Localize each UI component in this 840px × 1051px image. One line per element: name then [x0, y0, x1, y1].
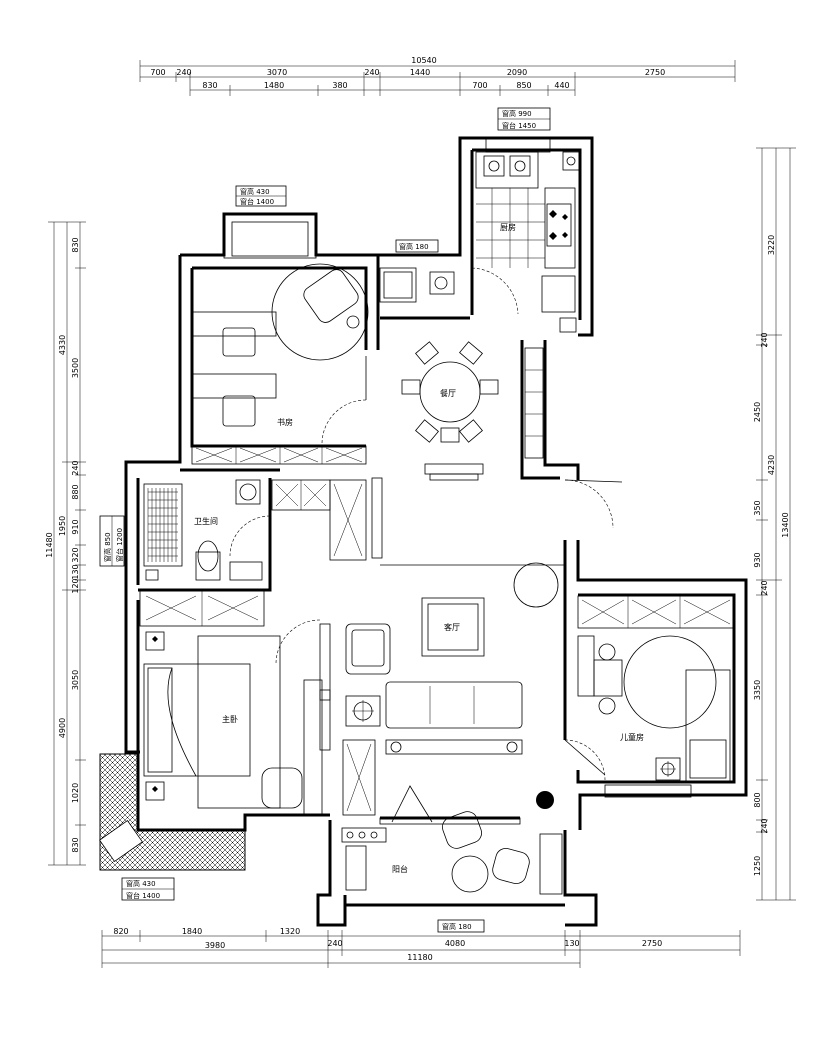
master-bedroom-label: 主卧 [222, 714, 238, 724]
laundry-area [379, 267, 519, 315]
tag-balcony-door: 窗高 180 [437, 919, 485, 933]
dim-right-in-2: 2450 [753, 402, 762, 422]
dim-top-3: 3070 [267, 68, 287, 77]
top-dimension-chains: 10540 700 240 3070 240 1440 2090 2750 83… [139, 56, 736, 96]
walls [124, 136, 748, 927]
bottom-dimension-chains: 820 1840 1320 240 4080 130 2750 3980 111… [101, 927, 741, 968]
dim-top-r2-3: 380 [332, 81, 347, 90]
tag-kitchen-window: 窗高 990 窗台 1450 [497, 107, 551, 131]
dim-left-in-9: 120 [71, 578, 80, 593]
dim-top-1: 700 [150, 68, 165, 77]
kids-room-label: 儿童房 [620, 732, 644, 742]
dim-top-r2-5: 850 [516, 81, 531, 90]
master-wardrobe [139, 589, 265, 627]
dim-left-total: 11480 [45, 532, 54, 557]
dining-chairs [401, 341, 499, 443]
dim-left-in-11: 1020 [71, 783, 80, 803]
dim-right-mid-1: 3220 [767, 235, 776, 255]
dining-cabinet [524, 347, 544, 459]
dim-left-in-2: 3500 [71, 358, 80, 378]
dim-top-total: 10540 [411, 56, 436, 65]
dim-bot-total: 11180 [407, 953, 432, 962]
dim-bot-2: 1840 [182, 927, 202, 936]
dim-top-6: 2090 [507, 68, 527, 77]
dim-bot-7: 2750 [642, 939, 662, 948]
left-dimension-chains: 11480 4330 1950 4900 830 3500 240 880 91… [45, 221, 86, 866]
dim-right-in-8: 240 [760, 818, 769, 833]
dim-top-7: 2750 [645, 68, 665, 77]
svg-text:窗台 1400: 窗台 1400 [126, 891, 160, 900]
master-bedroom: 主卧 [139, 589, 331, 815]
dim-left-in-10: 3050 [71, 670, 80, 690]
dim-left-1: 4330 [58, 335, 67, 355]
dim-right-in-4: 930 [753, 552, 762, 567]
dim-bot-5: 4080 [445, 939, 465, 948]
dim-bot-4: 240 [327, 939, 342, 948]
window-frames [223, 137, 692, 825]
balcony-label: 阳台 [392, 864, 408, 874]
tag-study-window: 窗高 430 窗台 1400 [235, 185, 287, 207]
svg-text:窗高 180: 窗高 180 [442, 922, 472, 931]
dim-bot-r2: 3980 [205, 941, 225, 950]
kitchen-tile-grid [476, 188, 545, 268]
dim-top-r2-6: 440 [554, 81, 569, 90]
bathroom-label: 卫生间 [194, 516, 218, 526]
svg-text:窗高 430: 窗高 430 [126, 879, 156, 888]
svg-text:窗高 430: 窗高 430 [240, 187, 270, 196]
living-room-label: 客厅 [444, 622, 460, 632]
kids-room: 儿童房 [564, 595, 735, 783]
dim-bot-3: 1320 [280, 927, 300, 936]
kitchen-room: 厨房 [475, 151, 581, 333]
dim-top-5: 1440 [410, 68, 430, 77]
dim-left-in-1: 830 [71, 237, 80, 252]
living-room: 客厅 [342, 562, 559, 816]
dim-left-in-8: 130 [71, 564, 80, 579]
svg-text:窗高 990: 窗高 990 [502, 109, 532, 118]
dim-right-in-5: 240 [760, 580, 769, 595]
svg-text:窗台 1200: 窗台 1200 [115, 528, 124, 562]
dim-left-3: 4900 [58, 718, 67, 738]
right-dimension-chains: 13400 3220 4230 240 2450 350 930 240 335… [753, 147, 796, 901]
dim-top-4: 240 [364, 68, 379, 77]
dim-top-r2-2: 1480 [264, 81, 284, 90]
dim-right-in-9: 1250 [753, 856, 762, 876]
dim-right-in-6: 3350 [753, 680, 762, 700]
kids-wardrobe [577, 595, 735, 629]
svg-text:窗台 1400: 窗台 1400 [240, 197, 274, 206]
dim-right-in-7: 800 [753, 792, 762, 807]
bathroom-room: 卫生间 [143, 479, 271, 581]
study-wardrobe [191, 445, 367, 465]
dim-right-in-1: 240 [760, 332, 769, 347]
dim-left-in-4: 880 [71, 484, 80, 499]
svg-text:窗高 180: 窗高 180 [399, 242, 429, 251]
study-room: 书房 [191, 263, 369, 465]
tag-bath-window: 窗高 850 窗台 1200 [99, 515, 125, 567]
kitchen-label: 厨房 [500, 222, 516, 232]
dim-left-in-3: 240 [71, 460, 80, 475]
dim-top-r2-1: 830 [202, 81, 217, 90]
dim-bot-1: 820 [113, 927, 128, 936]
dim-left-in-7: 320 [71, 547, 80, 562]
dim-bot-6: 130 [564, 939, 579, 948]
dim-left-2: 1950 [58, 516, 67, 536]
svg-text:窗高 850: 窗高 850 [103, 532, 112, 562]
tag-bedroom-window: 窗高 430 窗台 1400 [121, 877, 175, 901]
tag-bath-vent: 窗高 180 [395, 239, 439, 253]
balcony-room: 阳台 [341, 785, 563, 895]
dining-label: 餐厅 [440, 389, 456, 398]
dim-left-in-12: 830 [71, 837, 80, 852]
dim-left-in-6: 910 [71, 519, 80, 534]
hall-cabinets [271, 477, 565, 566]
dim-right-total: 13400 [781, 512, 790, 537]
bathroom-shower-grid [147, 488, 178, 562]
bedroom-bay-window [99, 753, 246, 871]
dim-top-2: 240 [176, 68, 191, 77]
svg-text:窗台 1450: 窗台 1450 [502, 121, 536, 130]
study-label: 书房 [277, 417, 293, 427]
dim-top-r2-4: 700 [472, 81, 487, 90]
dim-right-in-3: 350 [753, 500, 762, 515]
dining-room: 餐厅 [401, 341, 623, 529]
dim-right-mid-2: 4230 [767, 455, 776, 475]
